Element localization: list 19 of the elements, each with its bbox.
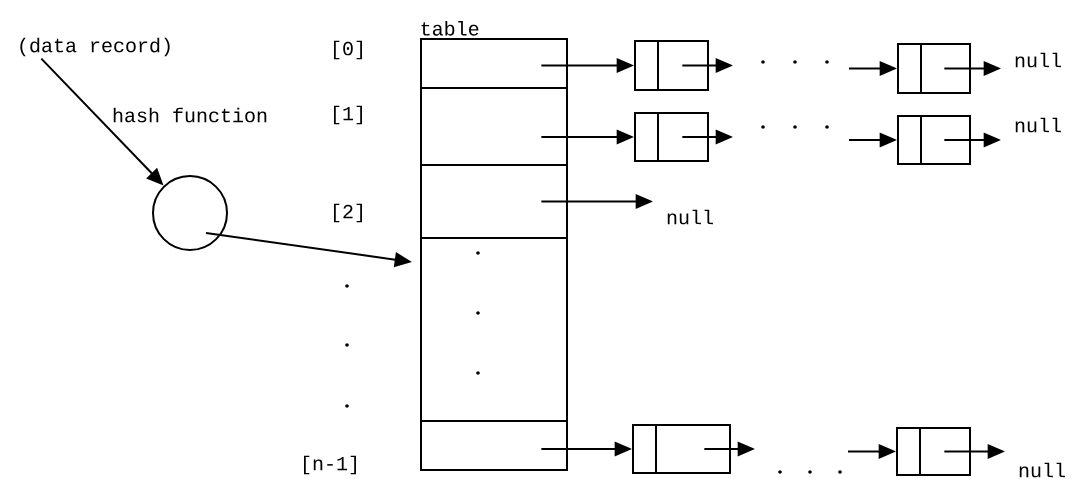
edge-label: hash function [110,106,270,124]
list-node-box [897,42,971,95]
list-node-box [897,114,971,166]
text-label: null [667,209,713,225]
list-node-box [896,426,971,477]
node-label: table [421,20,479,36]
index-label: [0] [334,40,362,60]
index-label: [n-1] [304,455,356,475]
text-label: null [1015,52,1061,68]
index-label: [1] [334,105,362,125]
circle-shape [152,175,228,251]
index-label: [2] [334,203,362,223]
list-node-box [634,39,709,92]
text-label: null [1019,462,1065,478]
table-slot [420,237,568,422]
text-label: null [1015,117,1061,133]
list-node-box [634,111,709,163]
text-label: (data record) [20,37,170,57]
list-node-box [632,423,731,475]
